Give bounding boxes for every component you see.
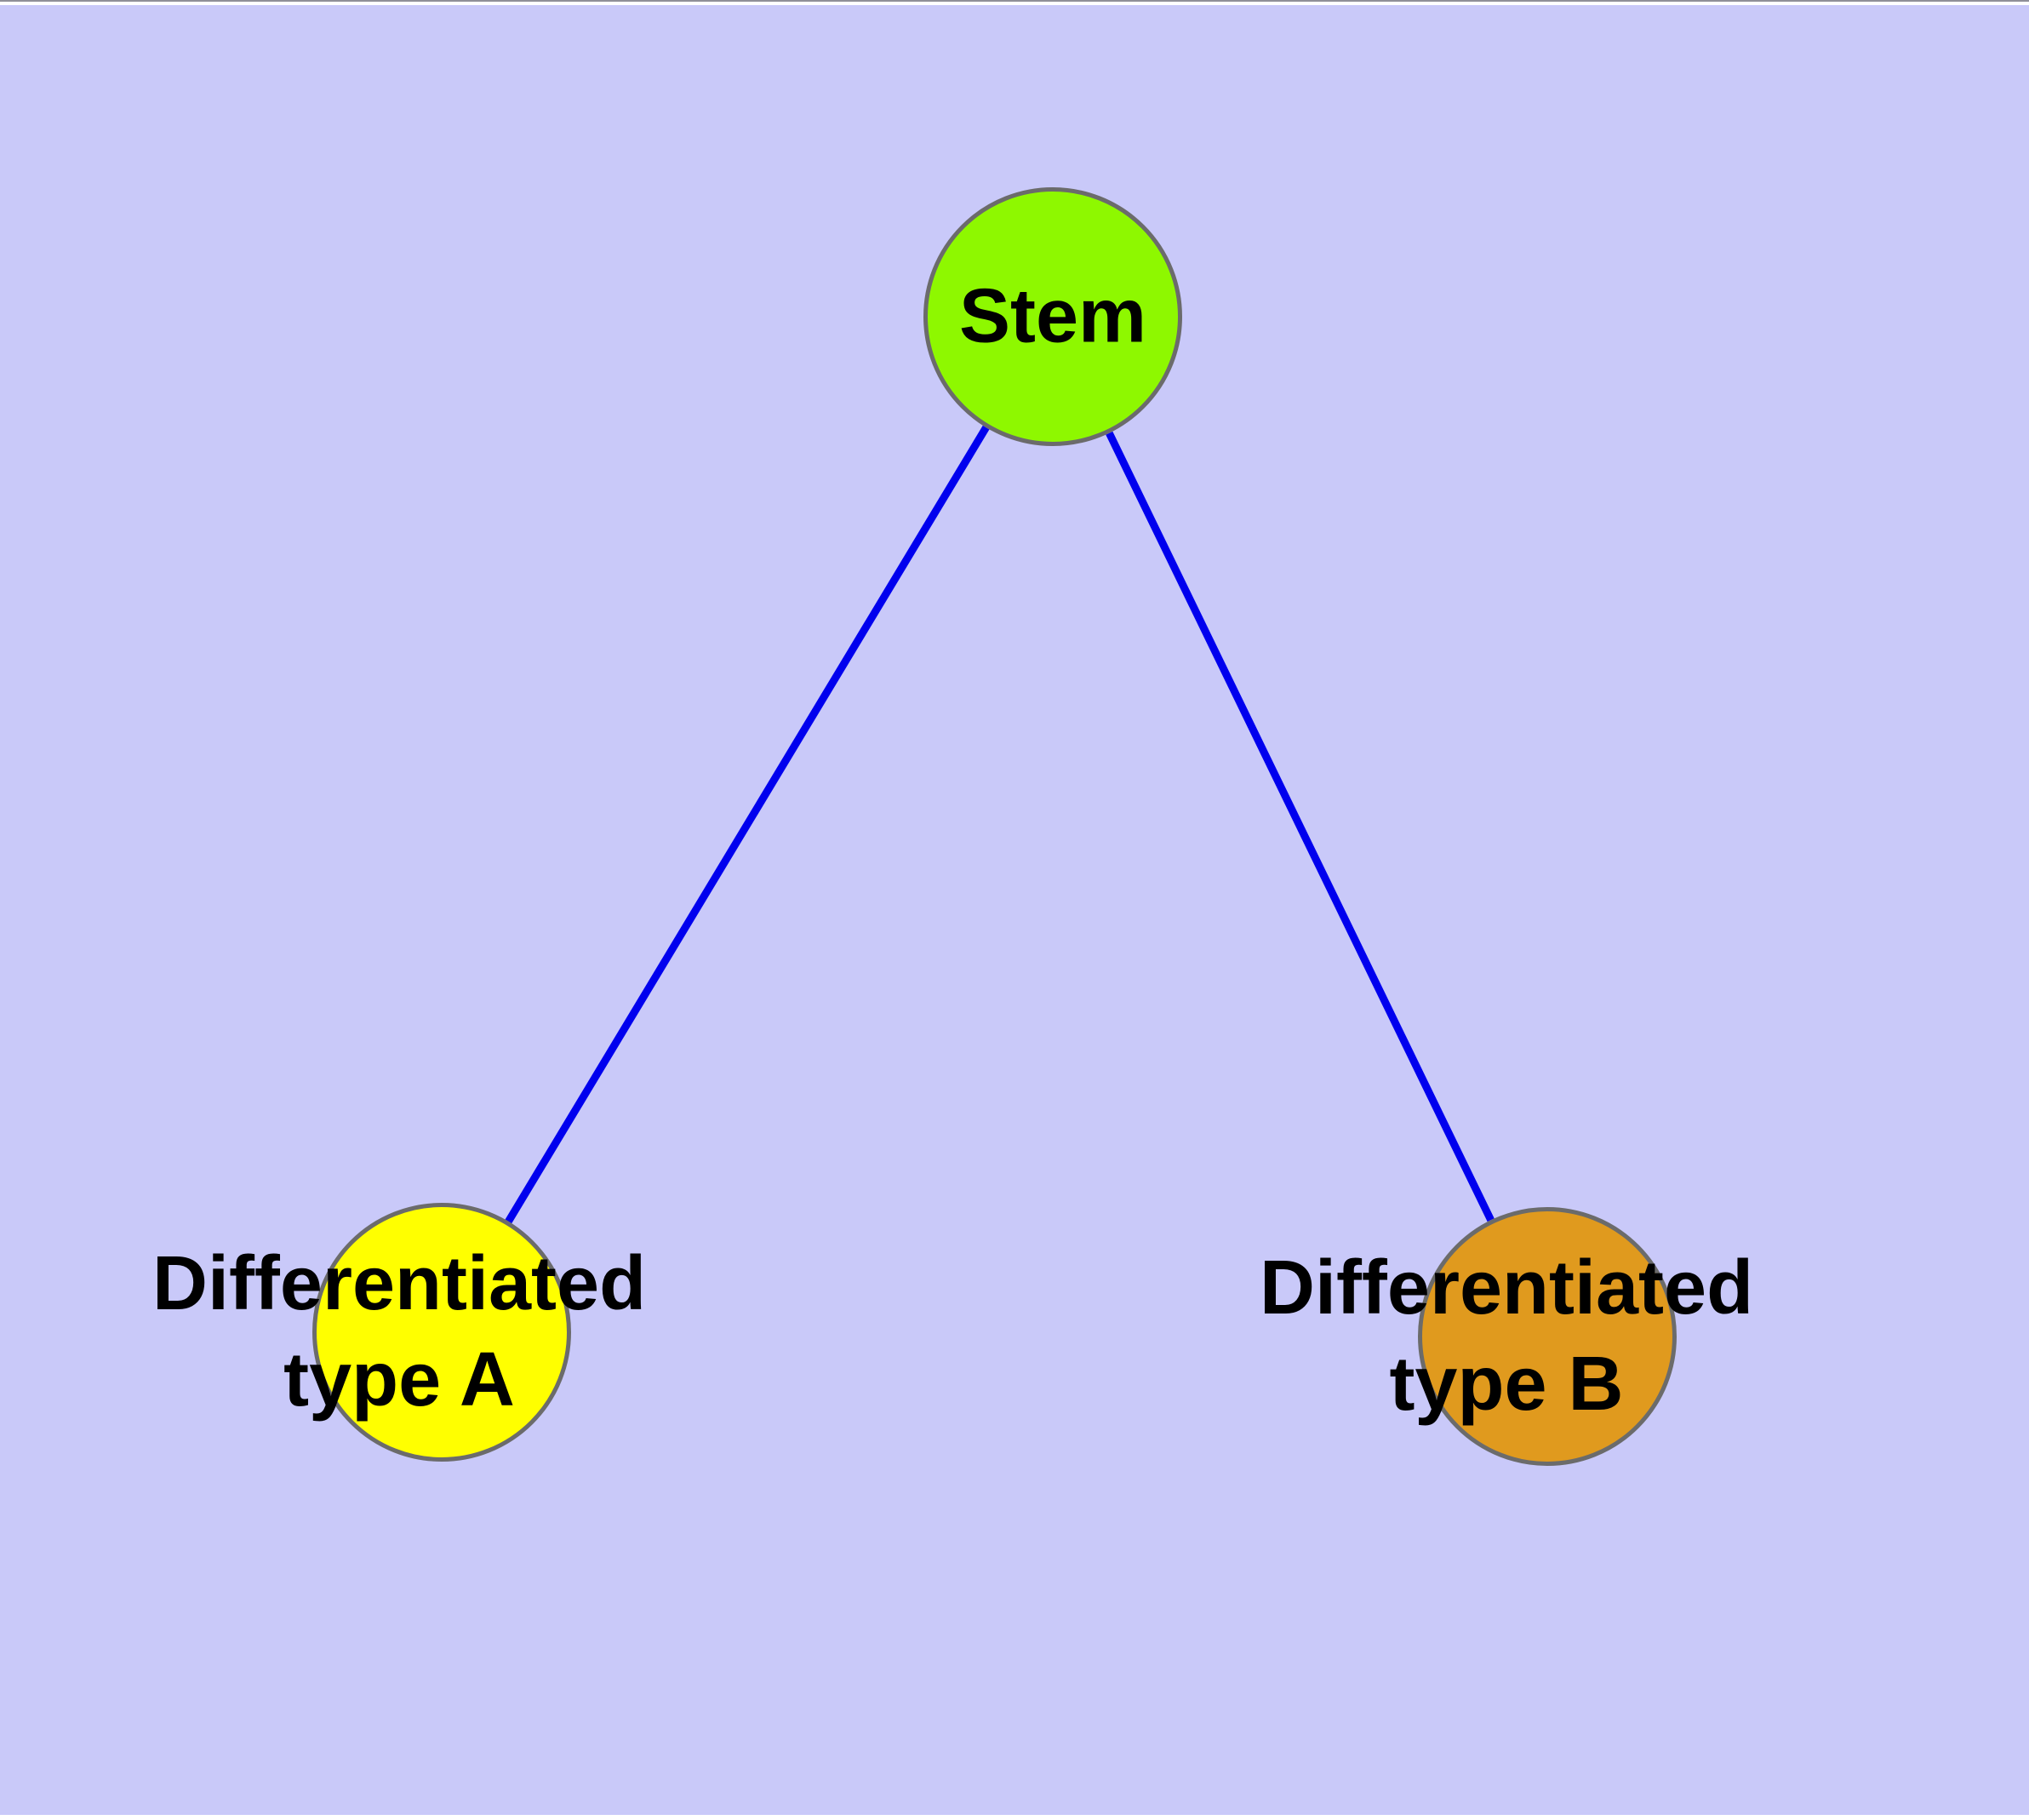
node-differentiated-type-b-label: Differentiated type B (1259, 1245, 1754, 1427)
node-differentiated-type-a: Differentiated type A (152, 1203, 646, 1462)
node-stem: Stem (923, 187, 1182, 446)
node-differentiated-type-b: Differentiated type B (1260, 1207, 1753, 1466)
node-differentiated-type-a-label: Differentiated type A (151, 1241, 647, 1422)
window-top-edge (0, 0, 2029, 2)
node-stem-label: Stem (958, 273, 1147, 359)
